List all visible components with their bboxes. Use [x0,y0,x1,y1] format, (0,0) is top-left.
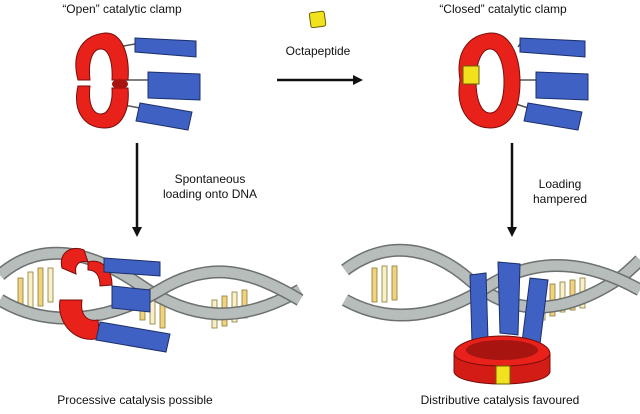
distributive-caption: Distributive catalysis favoured [420,393,580,407]
open-clamp-title: “Open” catalytic clamp [62,2,182,16]
processive-caption: Processive catalysis possible [57,393,213,407]
octapeptide-bound [462,65,480,85]
domain-block [523,102,583,131]
octapeptide-bound [495,365,511,385]
closed-clamp-title: “Closed” catalytic clamp [439,2,567,16]
domain-block [147,71,201,101]
octapeptide-square [308,10,327,29]
loading-label-2: hampered [532,192,588,206]
dna-right [341,243,640,385]
domain-block [135,102,193,131]
clamp-ring-upper [75,32,129,81]
clamp-ring [458,32,521,129]
open-clamp-figure [75,32,201,131]
spontaneous-label-1: Spontaneous [174,172,246,186]
octapeptide-label: Octapeptide [285,44,351,58]
closed-clamp-figure [458,32,589,131]
domain-block [134,37,197,58]
dna-left [0,246,304,353]
loading-label-1: Loading [538,177,582,191]
domain-block [535,71,589,101]
spontaneous-label-2: loading onto DNA [162,187,258,201]
clamp-ring-lower [76,85,129,129]
domain-block [519,37,586,58]
